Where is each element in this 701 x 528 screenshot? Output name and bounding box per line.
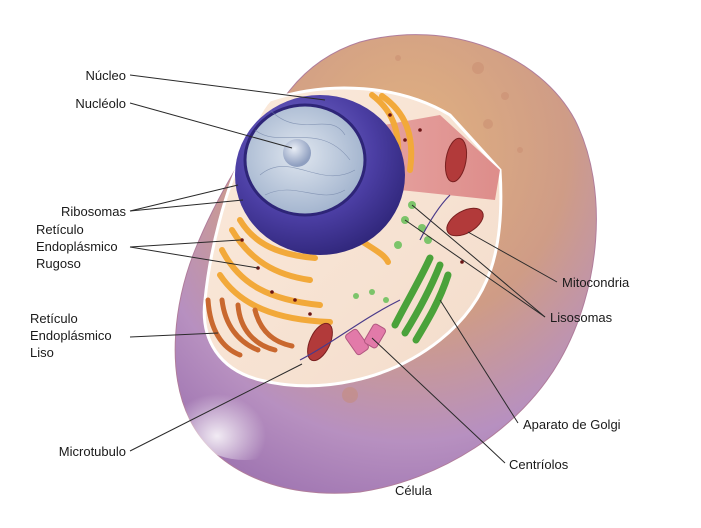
label-ribosomas: Ribosomas: [60, 204, 126, 219]
label-rel: Retículo Endoplásmico Liso: [30, 310, 112, 361]
label-rer-line2: Endoplásmico: [36, 239, 118, 254]
leader-centriolos: [371, 337, 506, 464]
leader-ribosomas-2: [129, 199, 244, 212]
label-nucleo: Núcleo: [85, 68, 126, 83]
chromatin: [254, 109, 356, 196]
smooth-er: [205, 297, 295, 358]
golgi-apparatus: [391, 254, 452, 344]
leader-lines: [129, 74, 558, 464]
label-rer-line3: Rugoso: [36, 256, 81, 271]
microtubules: [299, 194, 451, 361]
leader-rer-2: [129, 246, 259, 269]
leader-nucleo: [129, 74, 326, 101]
leader-golgi: [439, 299, 519, 424]
label-centriolos: Centríolos: [509, 457, 569, 472]
label-rer: Retículo Endoplásmico Rugoso: [36, 221, 118, 272]
label-lisosomas: Lisosomas: [550, 310, 613, 325]
leader-rel: [129, 332, 219, 338]
nucleolus: [283, 139, 311, 167]
label-nucleolo: Nucléolo: [75, 96, 126, 111]
leader-ribosomas-1: [129, 184, 239, 212]
leader-rer-1: [129, 239, 241, 248]
label-golgi: Aparato de Golgi: [523, 417, 621, 432]
leader-lisosomas-2: [404, 219, 546, 318]
label-rel-line2: Endoplásmico: [30, 328, 112, 343]
surface-dimples: [342, 55, 523, 403]
label-microtubulo: Microtubulo: [58, 444, 126, 459]
label-mitocondria: Mitocondria: [562, 275, 630, 290]
label-rer-line1: Retículo: [36, 222, 84, 237]
label-rel-line1: Retículo: [30, 311, 78, 326]
diagram-title: Célula: [395, 483, 432, 498]
leader-lisosomas-1: [411, 204, 546, 318]
leader-microtubulo: [129, 363, 303, 452]
label-rel-line3: Liso: [30, 345, 54, 360]
mitochondria: [307, 137, 484, 362]
centrioles: [345, 323, 386, 356]
leader-nucleolo: [129, 102, 293, 149]
leader-mitocondria: [467, 231, 558, 283]
